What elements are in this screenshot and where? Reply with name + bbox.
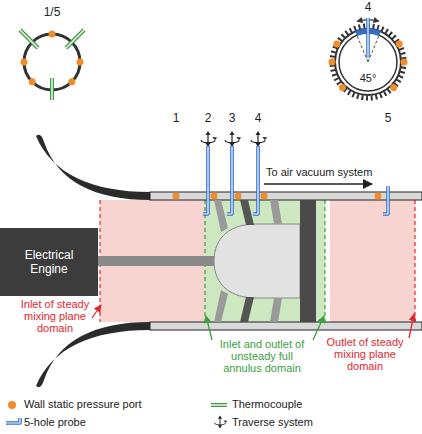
legend-traverse-sample [214,416,227,429]
domain-label: Inlet of steady mixing plane domain [12,298,98,334]
five-hole-probe [383,186,388,214]
domain-boundary [414,200,415,322]
pipe-wall [150,322,422,330]
leader-arrow [313,316,324,340]
pipe-wall [150,192,422,200]
strut [300,200,316,322]
shaft [98,256,216,266]
stator-blade [270,200,282,224]
traverse-symbol [251,131,267,147]
leader-arrow [92,305,101,318]
station-number: 4 [248,112,268,125]
view-label: 1/5 [32,6,72,19]
guide-vane [214,200,228,232]
view-label: 4 [353,1,383,14]
pressure-ports [21,31,84,86]
leader-arrow [206,316,212,340]
legend-probe-sample [6,418,20,423]
station-number: 1 [166,112,186,125]
section-view-4 [329,18,408,98]
station-number: 2 [198,112,218,125]
five-hole-probe [227,146,232,214]
guide-vane [214,290,228,322]
five-hole-probe [203,146,208,214]
outlet-domain [330,200,415,322]
flow-arrow [264,183,372,185]
node-text: Electrical Engine [17,248,81,276]
domain-label: Inlet and outlet of unsteady full annulu… [214,338,310,374]
hub [214,224,300,298]
legend-text: Thermocouple [232,398,302,411]
unsteady-domain [205,200,325,322]
thermocouple-probes [20,30,84,100]
legend-thermocouple-sample [211,403,227,407]
five-hole-probe [253,146,258,214]
section-view-1-5 [20,30,84,100]
legend-text: 5-hole probe [24,416,86,429]
rotor-blade [240,200,254,225]
legend-text: Wall static pressure port [24,398,142,411]
traverse-symbol [225,131,241,147]
flow-label: To air vacuum system [266,166,391,178]
probe [366,18,370,58]
pressure-ports [329,41,408,92]
angle-label: 45° [348,72,388,84]
pressure-ports [173,193,382,200]
leader-arrow [409,314,414,338]
station-number: 3 [222,112,242,125]
legend-swatch [8,401,16,409]
engine-box: Electrical Engine [0,228,98,296]
bellmouth [36,135,150,200]
station-number: 5 [378,112,398,125]
legend-text: Traverse system [232,416,313,429]
stator-blade [270,298,282,322]
domain-boundary [324,200,325,322]
rotor-blade [240,297,254,322]
traverse-symbol [201,131,217,147]
domain-label: Outlet of steady mixing plane domain [322,336,408,372]
